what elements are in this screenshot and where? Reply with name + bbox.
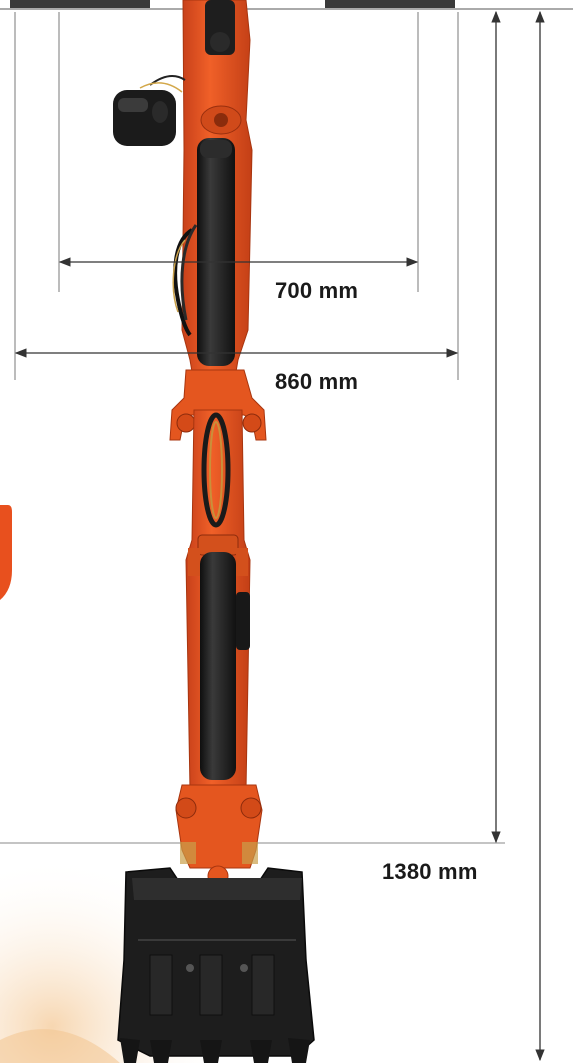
orange-edge-tab	[0, 505, 12, 600]
boom-cylinder	[197, 138, 235, 366]
work-light-icon	[113, 75, 186, 146]
outer-width-label: 860 mm	[275, 369, 359, 394]
bucket	[117, 867, 315, 1063]
bucket-teeth	[120, 1038, 310, 1063]
depth-label: 1380 mm	[382, 859, 478, 884]
arm-cylinder	[200, 552, 236, 780]
track-shoes-top	[10, 0, 455, 8]
width-extension-lines	[14, 12, 459, 380]
inner-width-label: 700 mm	[275, 278, 359, 303]
excavator-arm	[113, 0, 267, 887]
